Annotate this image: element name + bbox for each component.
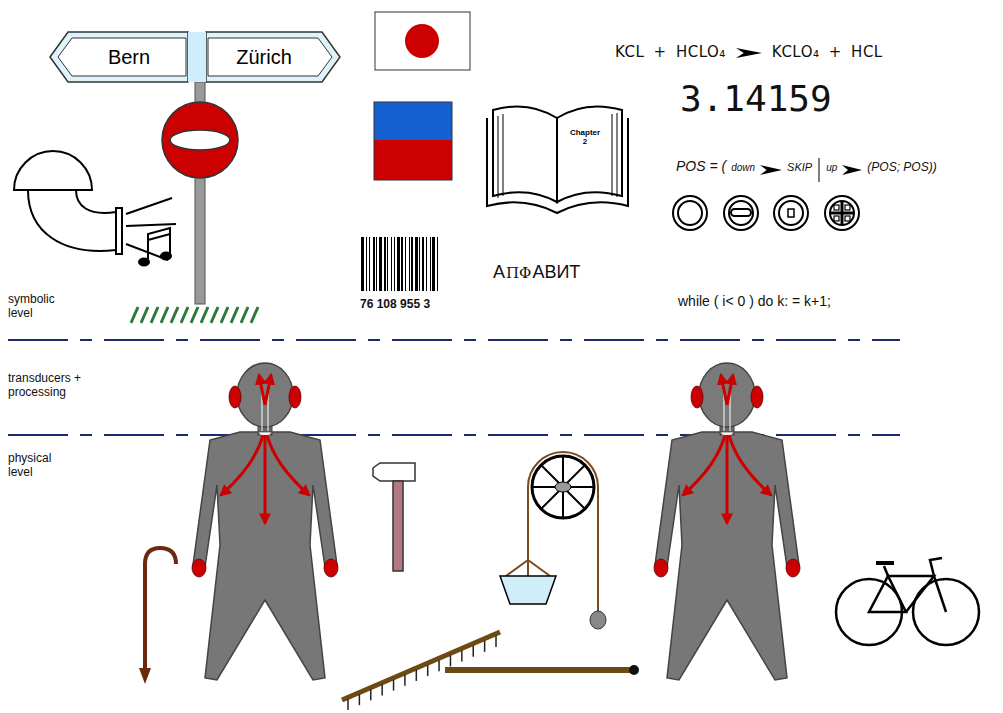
program-code: while ( i< 0 ) do k: = k+1;: [678, 293, 831, 309]
level-label: transducers + processing: [8, 372, 108, 400]
rake-tine: [416, 670, 418, 681]
label-holder: transducers + processing: [8, 372, 108, 400]
rake-tine: [438, 660, 440, 671]
barcode-bar: [394, 237, 395, 291]
book: [487, 106, 628, 213]
label-holder: 3.14159: [680, 78, 832, 119]
rake-tine: [427, 665, 429, 676]
hammer: [373, 463, 415, 571]
flags: [374, 12, 470, 180]
barcode-bar: [409, 237, 410, 291]
rake-tine: [495, 636, 497, 647]
barcode-bar: [426, 237, 427, 291]
barcode-bar: [430, 237, 431, 291]
level-separator: [8, 340, 900, 435]
rake-tine: [484, 641, 486, 652]
horn: [14, 151, 176, 266]
label-holder: while ( i< 0 ) do k: = k+1;: [678, 292, 831, 310]
place-name: Zürich: [236, 46, 292, 68]
label-holder: physical level: [8, 452, 70, 480]
barcode-bar: [391, 237, 392, 291]
barcode-bar: [366, 237, 367, 291]
barcode-bar: [432, 237, 435, 291]
grammar-text: down: [731, 162, 755, 174]
barcode-bar: [361, 237, 364, 291]
grammar-rule: POS = ( down SKIP up (POS; POS)): [676, 158, 937, 182]
level-label: symbolic level: [8, 293, 70, 321]
barcode-bar: [373, 237, 375, 291]
barcode-bar: [422, 237, 424, 291]
book-page: Chapter 2: [563, 124, 607, 152]
chemical-formula: KCL + HCLO₄: [615, 44, 726, 61]
label-holder: 76 108 955 3: [360, 294, 430, 312]
grammar-text: POS = (: [676, 158, 726, 174]
alphabet-letter: ABИT: [532, 262, 580, 283]
barcode-bar: [419, 237, 420, 291]
rake-tine: [404, 675, 406, 686]
barcode-number: 76 108 955 3: [360, 297, 430, 311]
place-name: Bern: [108, 46, 150, 68]
grammar-text: up: [826, 162, 837, 174]
rake: [342, 632, 639, 710]
level-label: physical level: [8, 452, 70, 480]
pulley: [500, 452, 606, 629]
alphabet-letter: ΠΦ: [506, 265, 531, 282]
alternative-bar: [817, 158, 821, 182]
barcode-bar: [397, 237, 400, 291]
barcode-bar: [379, 237, 382, 291]
alphabet-row: AΠΦABИT: [493, 262, 580, 283]
rake-tine: [393, 680, 395, 691]
rake-tine: [347, 699, 349, 710]
sign-left: Bern: [76, 40, 182, 74]
rake-tine: [461, 651, 463, 662]
chapter-label: Chapter 2: [567, 129, 603, 147]
barcode-bar: [376, 237, 377, 291]
arrow-symbol: [842, 164, 862, 176]
bicycle: [836, 558, 979, 645]
rake-tine: [450, 655, 452, 666]
arrow-head: [842, 165, 862, 175]
rake-tine: [370, 689, 372, 700]
barcode-bar: [387, 237, 388, 291]
arrow-symbol: [760, 164, 782, 176]
barcode-bar: [437, 237, 438, 291]
barcode-bar: [405, 237, 406, 291]
alphabet-letter: A: [493, 262, 505, 283]
cane: [139, 548, 176, 684]
arrow-symbol: [736, 47, 762, 59]
barcode-bar: [415, 237, 418, 291]
grammar-text: SKIP: [787, 161, 812, 174]
barcode-bar: [411, 237, 413, 291]
arrow-head: [760, 165, 782, 175]
bar-line: [819, 158, 820, 182]
rake-tine: [381, 684, 383, 695]
arrow-head: [736, 48, 762, 58]
rake-tine: [472, 646, 474, 657]
barcode-bar: [369, 237, 370, 291]
chemical-formula: KCLO₄ + HCL: [772, 44, 883, 61]
barcode-bar: [384, 237, 386, 291]
barcode-bar: [401, 237, 403, 291]
person: [192, 363, 338, 680]
barcode: [361, 237, 438, 291]
signpost: [50, 32, 340, 324]
digital-number: 3.14159: [680, 78, 832, 119]
label-holder: symbolic level: [8, 293, 70, 321]
chemical-equation: KCL + HCLO₄ KCLO₄ + HCL: [615, 44, 883, 61]
rake-tine: [359, 694, 361, 705]
person: [654, 363, 800, 680]
grammar-text: (POS; POS)): [867, 161, 936, 175]
pictograms: [673, 196, 859, 230]
sign-right: Zürich: [211, 40, 317, 74]
